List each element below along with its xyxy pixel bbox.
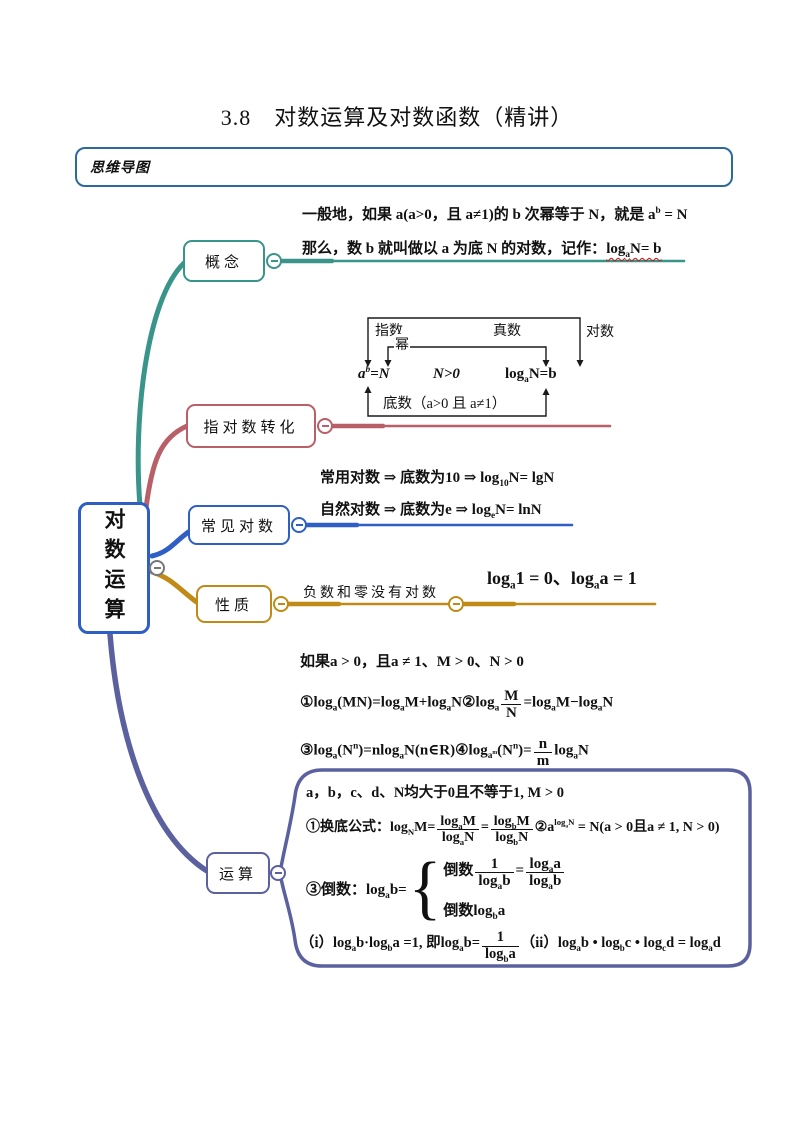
collapse-toggle-property-formula[interactable] [448, 596, 464, 612]
diagram-formula-condition: N>0 [433, 366, 460, 382]
property-formula: loga1 = 0、logaa = 1 [487, 568, 637, 592]
common-text-line1: 常用对数 ⇒ 底数为10 ⇒ log10N= lgN [320, 470, 555, 489]
operation-condition: 如果a > 0，且a ≠ 1、M > 0、N > 0 [300, 654, 524, 670]
diagram-formula-logarithmic: logaN=b [505, 366, 557, 385]
property-label: 性质 [214, 597, 253, 614]
concept-text-line2: 那么，数 b 就叫做以 a 为底 N 的对数，记作：logaN= b [302, 237, 662, 260]
diagram-true-number-label: 真数 [492, 320, 522, 340]
concept-label: 概念 [204, 254, 243, 271]
opbox-reciprocal-case2: 倒数logba [443, 903, 506, 923]
opbox-condition: a，b，c、d、N均大于0且不等于1, M > 0 [306, 785, 564, 801]
opbox-reciprocal-label: ③倒数：logab= [306, 881, 407, 901]
mindmap-node-property[interactable]: 性质 [196, 585, 272, 623]
mindmap-root-node[interactable]: 对数运算 [78, 502, 150, 634]
concept-line2-formula: logaN= b [606, 241, 662, 260]
brace-glyph: { [408, 847, 442, 928]
collapse-toggle-conversion[interactable] [317, 418, 333, 434]
concept-text-line1: 一般地，如果 a(a>0，且 a≠1)的 b 次幂等于 N，就是 ab = N [302, 206, 688, 223]
concept-line2-prefix: 那么，数 b 就叫做以 a 为底 N 的对数，记作： [302, 241, 607, 257]
collapse-toggle-common[interactable] [291, 517, 307, 533]
mindmap-node-operation[interactable]: 运算 [206, 852, 270, 894]
page-title: 3.8 对数运算及对数函数（精讲） [220, 105, 574, 130]
common-label: 常见对数 [200, 518, 277, 535]
section-header-label: 思维导图 [90, 161, 150, 176]
property-note: 负数和零没有对数 [303, 586, 439, 601]
mindmap-node-concept[interactable]: 概念 [183, 240, 265, 282]
root-label: 对数运算 [102, 508, 126, 628]
section-header-box [75, 147, 733, 187]
conversion-label: 指对数转化 [203, 419, 299, 436]
collapse-toggle-property[interactable] [273, 596, 289, 612]
operation-label: 运算 [218, 866, 257, 883]
diagram-power-label: 幂 [394, 334, 410, 354]
mindmap-node-conversion[interactable]: 指对数转化 [186, 404, 316, 448]
diagram-logarithm-label: 对数 [585, 321, 615, 341]
collapse-toggle-concept[interactable] [266, 253, 282, 269]
mindmap-node-common[interactable]: 常见对数 [188, 505, 290, 545]
diagram-base-label: 底数（a>0 且 a≠1） [382, 392, 508, 413]
common-text-line2: 自然对数 ⇒ 底数为e ⇒ logeN= lnN [320, 502, 542, 521]
collapse-toggle-root[interactable] [149, 560, 165, 576]
collapse-toggle-operation[interactable] [270, 865, 286, 881]
diagram-formula-exponential: ab=N [358, 365, 390, 382]
